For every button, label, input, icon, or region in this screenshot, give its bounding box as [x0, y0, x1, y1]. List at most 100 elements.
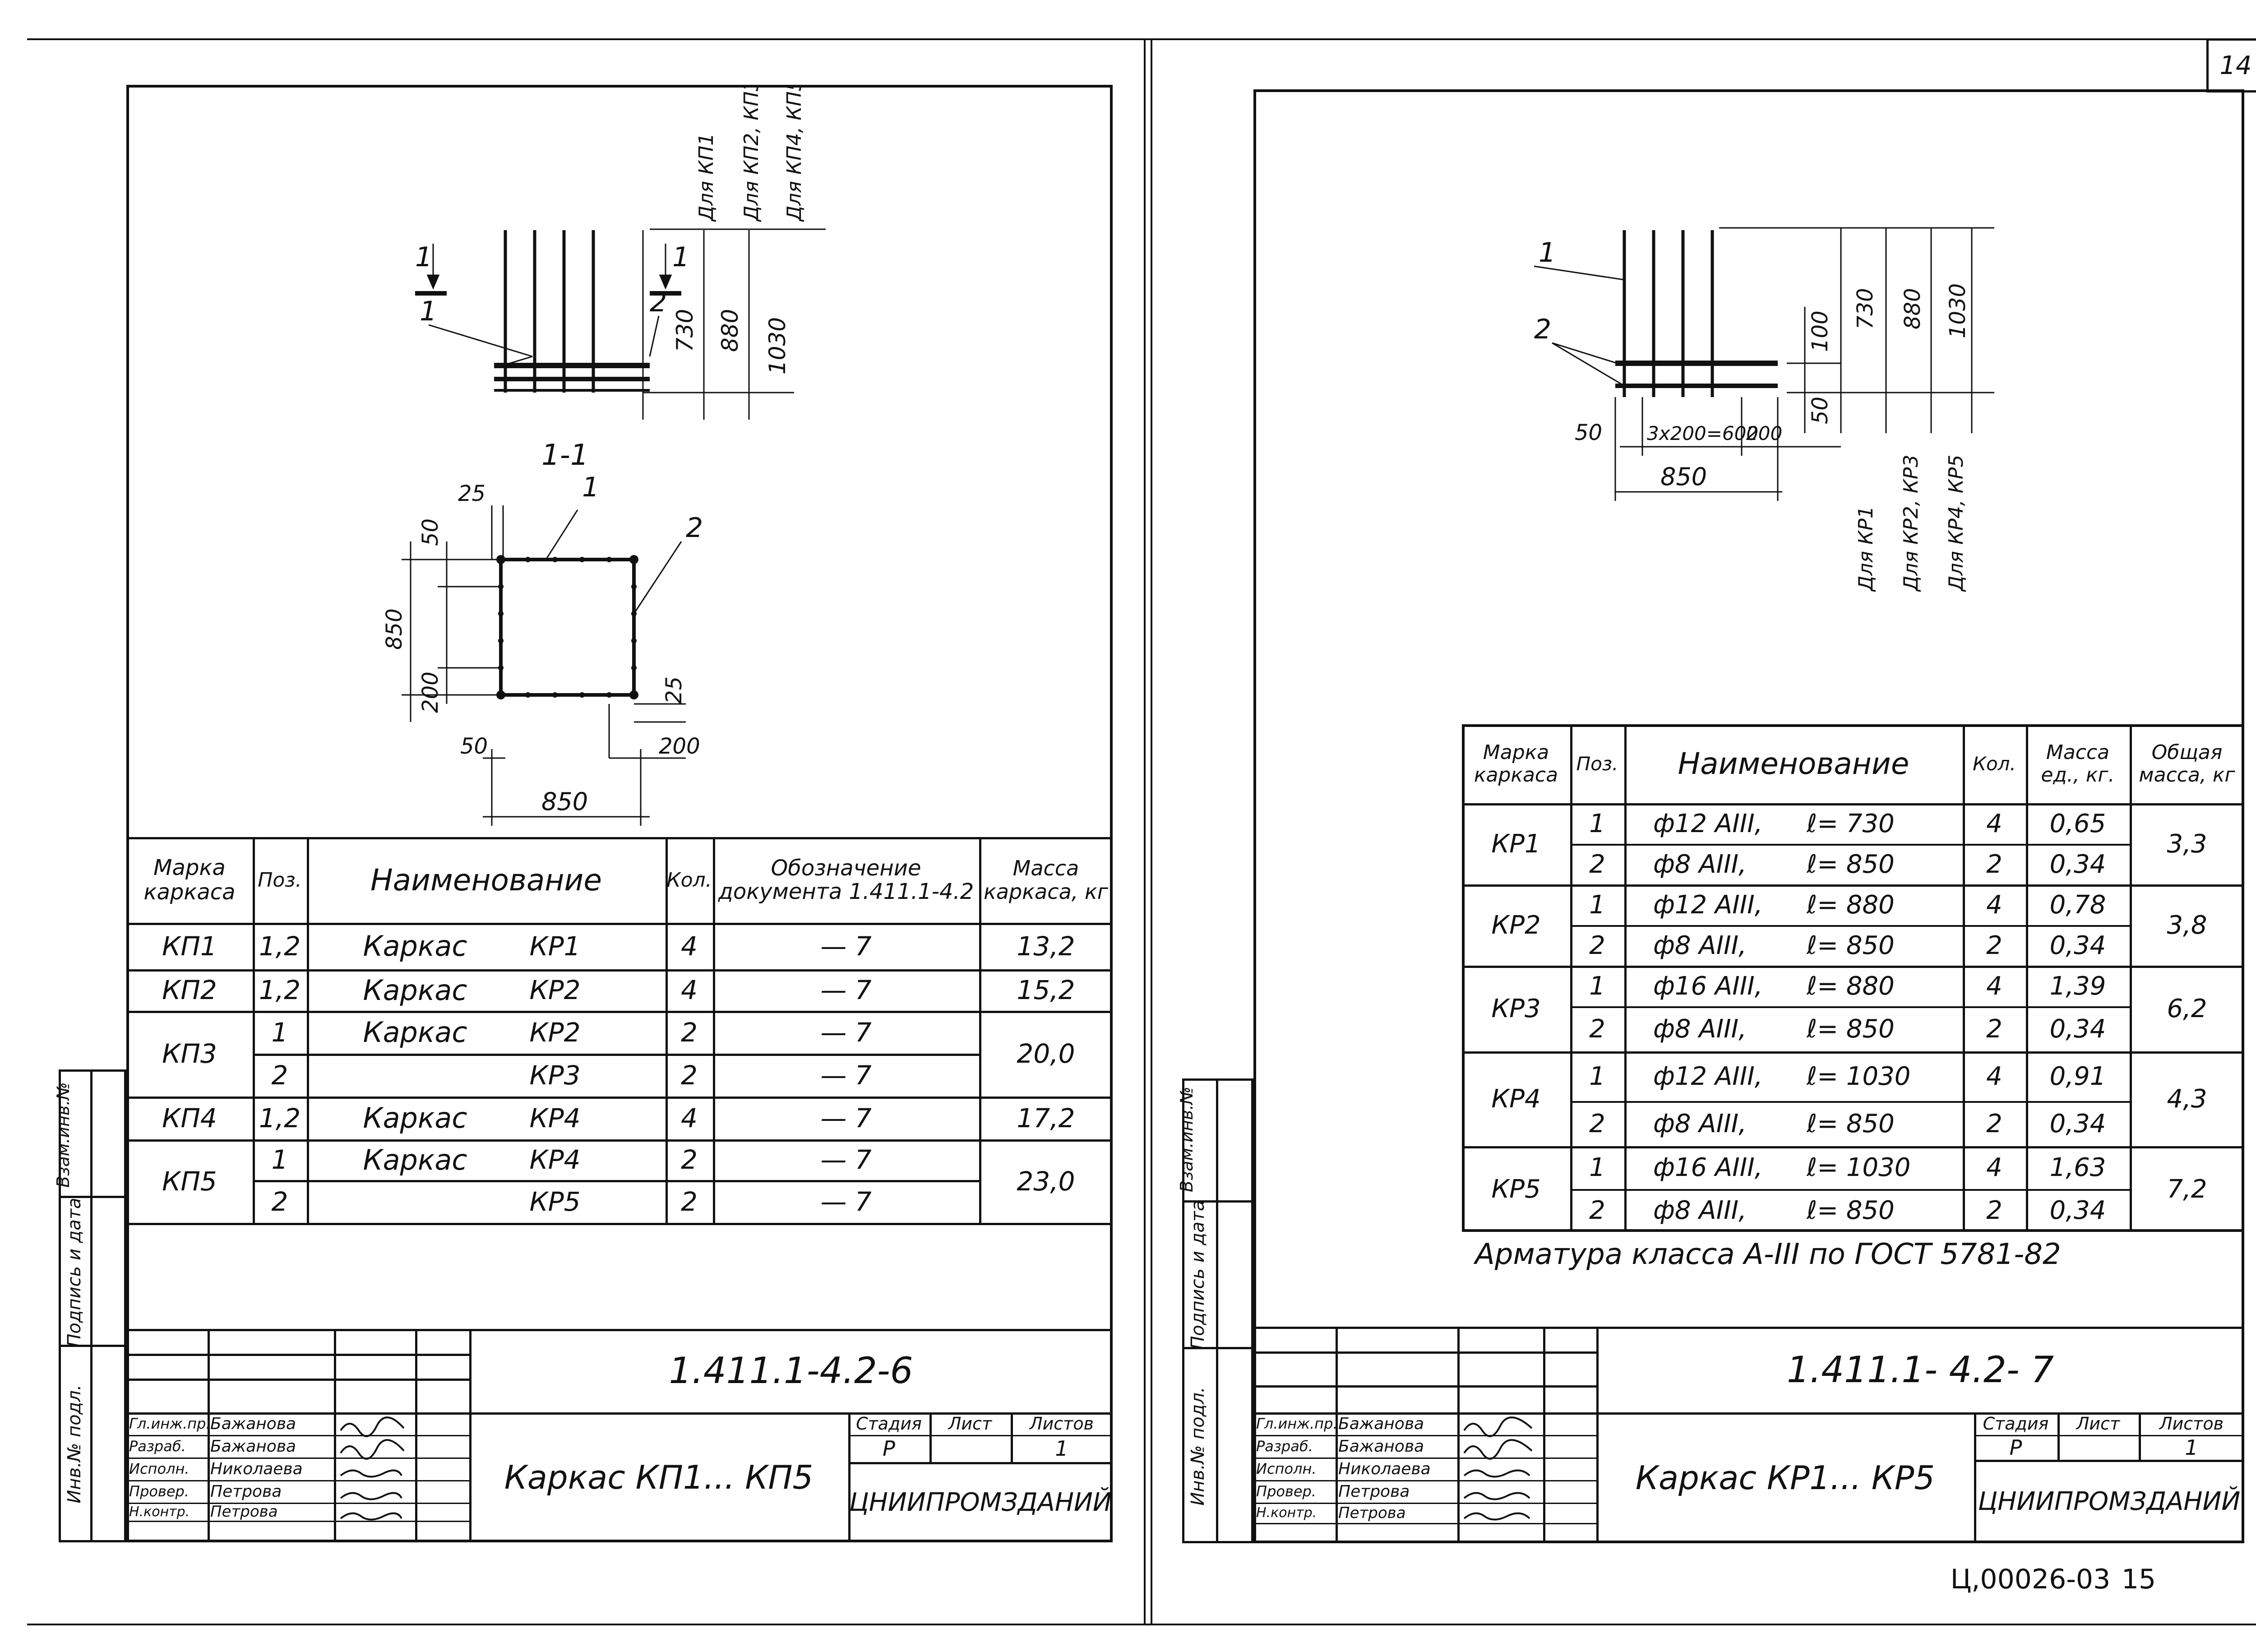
left-org: ЦНИИПРОМЗДАНИЙ [849, 1487, 1112, 1517]
section-dim-25-top: 25 [458, 481, 485, 506]
table-row-total: 6,2 [2167, 994, 2207, 1023]
table-row-bar: ф12 АIII, [1653, 890, 1763, 920]
table-row-total: 4,3 [2167, 1084, 2207, 1114]
left-doc-title: Каркас КП1... КП5 [504, 1458, 814, 1496]
table-row-unit-mass: 0,34 [2049, 1196, 2106, 1225]
section-dim-200-bottom: 200 [659, 734, 700, 759]
table-row-len: ℓ= 850 [1807, 1014, 1895, 1044]
right-note-kr2-kr3: Для КР2, КР3 [1900, 455, 1923, 592]
table-row: КП5 [162, 1166, 217, 1197]
stamp-inv-number: Инв.№ подл. [64, 1384, 85, 1504]
left-note-kp1: Для КП1 [695, 133, 718, 222]
table-row-unit-mass: 1,63 [2049, 1153, 2106, 1182]
table-row-mark: КР4 [1491, 1084, 1541, 1114]
table-row: КП3 [162, 1038, 217, 1069]
table-row-qty: 2 [1986, 1109, 2002, 1138]
table-row-bar: ф8 АIII, [1653, 849, 1747, 879]
right-pos1-callout: 1 [1539, 237, 1556, 268]
table-row-len: ℓ= 730 [1807, 809, 1895, 838]
table-row-pos: 2 [1589, 849, 1605, 879]
footer-page: 15 [2121, 1564, 2156, 1595]
table-row-unit-mass: 0,34 [2049, 1014, 2106, 1044]
right-header-mark: Марка каркаса [1474, 740, 1558, 787]
table-row: КП4 [162, 1102, 217, 1134]
left-elevation-drawing: 1 1 1 2 730 880 1030 Для КП1 Для КП2, КП… [415, 86, 826, 420]
left-header-pos: Поз. [258, 868, 302, 892]
left-header-name: Наименование [370, 862, 602, 898]
right-dim-spacing: 3х200=600 [1647, 422, 1758, 444]
left-dim-880: 880 [717, 309, 743, 352]
right-note-kr4-kr5: Для КР4, КР5 [1945, 455, 1968, 592]
section-dim-200-left: 200 [418, 671, 443, 713]
table-row: КП2 [162, 975, 217, 1005]
table-row-len: ℓ= 1030 [1807, 1061, 1911, 1091]
table-row-pos: 1 [1589, 890, 1605, 920]
section-dim-850-bottom: 850 [541, 787, 588, 816]
table-row-qty: 4 [1986, 1153, 2002, 1182]
table-row-qty: 2 [1986, 930, 2002, 960]
section-dim-50-bottom: 50 [460, 734, 488, 759]
left-sheet-frame [126, 85, 1113, 1542]
right-doc-code: 1.411.1- 4.2- 7 [1786, 1348, 2054, 1391]
left-note-kp2-kp3: Для КП2, КП3 [740, 86, 763, 222]
right-header-qty: Кол. [1973, 753, 2016, 775]
right-header-unit-mass: Масса ед., кг. [2041, 740, 2115, 787]
stamp-inv-number: Инв.№ подл. [1188, 1387, 1208, 1506]
page-top-rule [27, 38, 2256, 40]
left-section-mark-right: 1 [672, 241, 689, 273]
sheet-number: 14 [2219, 51, 2252, 80]
table-row-qty: 4 [1986, 1061, 2002, 1091]
stamp-replace-inv: Взам.инв.№ [53, 1082, 73, 1188]
table-row-bar: ф8 АIII, [1653, 930, 1747, 960]
footer-code: Ц,00026-03 [1950, 1564, 2111, 1595]
right-org: ЦНИИПРОМЗДАНИЙ [1978, 1487, 2241, 1516]
table-row-qty: 4 [1986, 890, 2002, 920]
table-row-len: ℓ= 850 [1807, 1196, 1895, 1225]
table-row-unit-mass: 0,78 [2049, 890, 2106, 920]
left-section-drawing: 1-1 1 2 25 50 850 200 25 50 200 850 [382, 439, 703, 826]
section-dim-50-left: 50 [418, 518, 443, 546]
right-dim-50: 50 [1808, 397, 1833, 424]
table-row-bar: ф8 АIII, [1653, 1109, 1747, 1138]
right-note-kr1: Для КР1 [1854, 506, 1877, 592]
left-header-doc: Обозначение документа 1.411.1-4.2 [718, 856, 974, 904]
table-row-bar: ф8 АIII, [1653, 1196, 1747, 1225]
table-row: 2 [271, 1060, 288, 1091]
table-row-unit-mass: 0,91 [2049, 1061, 2106, 1091]
table-row-bar: ф12 АIII, [1653, 1061, 1763, 1091]
right-header-name: Наименование [1678, 746, 1909, 781]
section-dim-25-right: 25 [661, 676, 687, 704]
section-pos1: 1 [582, 472, 599, 503]
left-signatures [340, 1416, 405, 1521]
table-row-qty: 2 [1986, 849, 2002, 879]
left-doc-code: 1.411.1-4.2-6 [669, 1350, 913, 1392]
right-header-pos: Поз. [1576, 753, 1618, 775]
center-fold-line-2 [1151, 38, 1152, 1624]
table-row-mark: КР3 [1491, 994, 1541, 1023]
right-dim-850: 850 [1660, 463, 1707, 491]
table-row: 2 [271, 1186, 288, 1217]
table-row-bar: ф8 АIII, [1653, 1014, 1747, 1044]
section-dim-850-left: 850 [382, 608, 407, 650]
left-pos2-callout: 2 [650, 287, 667, 318]
right-doc-title: Каркас КР1... КР5 [1635, 1459, 1935, 1497]
table-row-total: 3,8 [2167, 910, 2207, 940]
right-elevation-drawing: 1 2 100 50 730 880 1030 50 3х200=600 200… [1534, 227, 1994, 592]
stamp-replace-inv: Взам.инв.№ [1177, 1087, 1197, 1192]
section-pos2: 2 [686, 512, 703, 544]
table-row-pos: 1 [1589, 809, 1605, 838]
right-signatures [1463, 1416, 1533, 1521]
right-dim-1030: 1030 [1945, 283, 1970, 338]
table-row-mark: КР2 [1491, 910, 1541, 940]
right-dim-200-horiz: 200 [1746, 422, 1782, 444]
table-row-len: ℓ= 880 [1807, 890, 1895, 920]
table-row-bar: ф12 АIII, [1653, 809, 1763, 838]
left-header-qty: Кол. [666, 868, 712, 892]
right-pos2-callout: 2 [1534, 314, 1551, 345]
right-table-note: Арматура класса А-III по ГОСТ 5781-82 [1475, 1238, 2061, 1271]
stamp-sign-date: Подпись и дата [64, 1198, 85, 1347]
left-dim-730: 730 [672, 309, 698, 352]
page-bottom-rule [27, 1624, 2256, 1625]
table-row-len: ℓ= 850 [1807, 1109, 1895, 1138]
table-row-unit-mass: 0,34 [2049, 849, 2106, 879]
